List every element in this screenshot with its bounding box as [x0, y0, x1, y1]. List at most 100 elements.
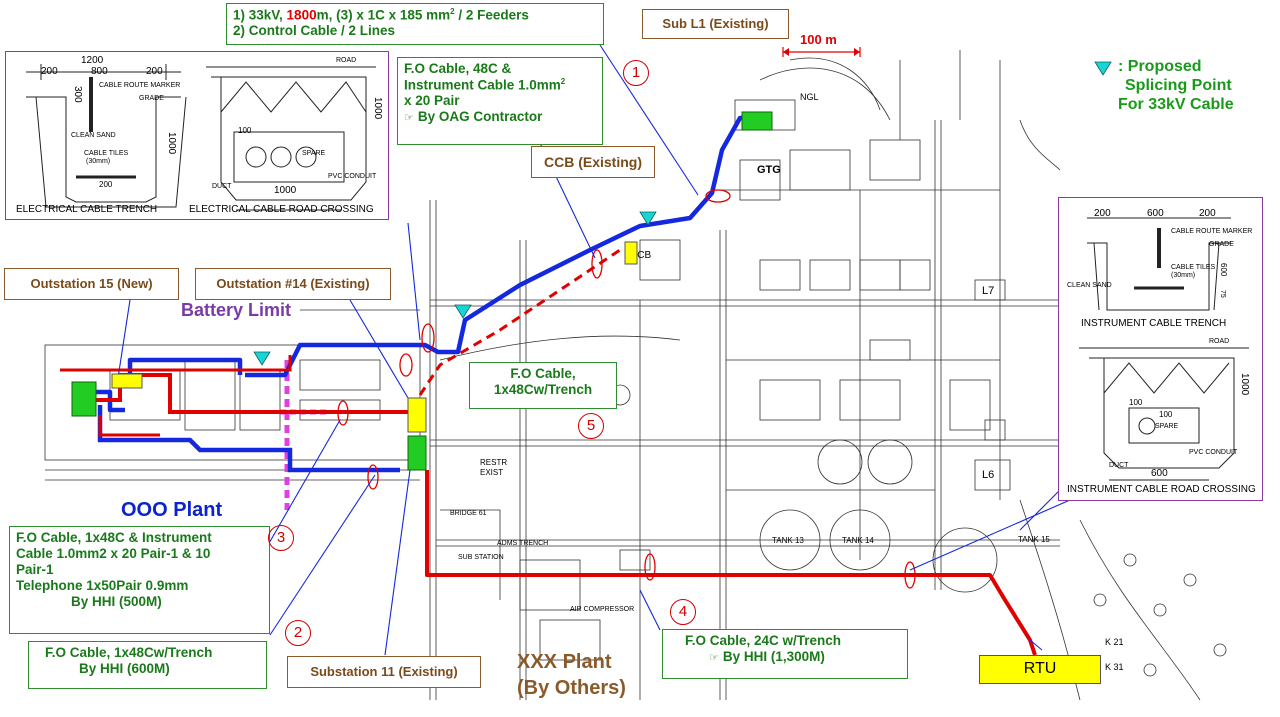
map-linework: [44, 50, 1227, 701]
map-text: GTG CCB L7 L6 TANK 13 TANK 14 TANK 15 SU…: [450, 92, 1124, 672]
callout-hhi-500: F.O Cable, 1x48C & Instrument Cable 1.0m…: [9, 526, 270, 634]
inst-trench-dim-600a: 600: [1147, 208, 1164, 219]
inst-crossing-dim-100b: 100: [1159, 410, 1173, 419]
map-aircompressor-label: AIR COMPRESSOR: [570, 606, 634, 613]
callout-outstation14: Outstation #14 (Existing): [195, 268, 391, 300]
elec-trench-tiles: CABLE TILES: [84, 150, 129, 157]
marker-2: 2: [285, 620, 311, 646]
map-ccb-label: CCB: [630, 250, 651, 261]
elec-crossing-duct: DUCT: [212, 183, 232, 190]
map-restr-label: RESTR: [480, 458, 507, 467]
inst-crossing-duct: DUCT: [1109, 462, 1129, 469]
inst-trench-marker: CABLE ROUTE MARKER: [1171, 228, 1253, 235]
fo-cable-route-main: [95, 373, 408, 414]
inst-trench-dim-75: 75: [1219, 290, 1226, 298]
elec-trench-sand: CLEAN SAND: [71, 132, 116, 139]
map-exist-label: EXIST: [480, 468, 503, 477]
instrument-details-drawing: [1079, 217, 1249, 481]
inst-crossing-dim-1000: 1000: [1239, 373, 1250, 396]
elec-trench-grade: GRADE: [139, 95, 164, 102]
electrical-details-box: 1200 200 800 200 300 1000 CABLE ROUTE MA…: [5, 51, 389, 220]
elec-crossing-dim-1000h: 1000: [274, 185, 297, 196]
marker-4: 4: [670, 599, 696, 625]
marker-5: 5: [578, 413, 604, 439]
inst-crossing-dim-600: 600: [1151, 468, 1168, 479]
fo-cable-route-upper: [60, 355, 292, 372]
map-tank14-label: TANK 14: [842, 536, 874, 545]
elec-trench-title: ELECTRICAL CABLE TRENCH: [16, 204, 158, 215]
fo-cable-route-lower: [98, 415, 160, 437]
elec-trench-dim-top: 1200: [81, 55, 104, 66]
map-k31-label: K 31: [1105, 662, 1124, 672]
callout-outstation15: Outstation 15 (New): [4, 268, 179, 300]
inst-trench-dim-200: 200: [1094, 208, 1111, 219]
legend-splicing-triangle: [1094, 61, 1112, 76]
callout-33kv-feeders: 1) 33kV, 1800m, (3) x 1C x 185 mm2 / 2 F…: [226, 3, 604, 45]
inst-trench-tiles: CABLE TILES: [1171, 264, 1216, 271]
splicing-point-b: [454, 304, 472, 319]
fo-cable-route-rtu: [425, 470, 1037, 656]
leader-lines: [117, 44, 1071, 656]
inst-crossing-title: INSTRUMENT CABLE ROAD CROSSING: [1067, 484, 1256, 495]
callout-fo48-oag: F.O Cable, 48C & Instrument Cable 1.0mm2…: [397, 57, 603, 145]
33kv-cable-route-lower: [97, 405, 400, 473]
ooo-plant-label: OOO Plant: [121, 499, 223, 521]
map-adms-label: ADMS TRENCH: [497, 540, 548, 547]
elec-crossing-title: ELECTRICAL CABLE ROAD CROSSING: [189, 204, 374, 215]
feeders-line-2: 2) Control Cable / 2 Lines: [233, 23, 396, 39]
outstation14-block: [407, 397, 427, 433]
callout-sub-l1: Sub L1 (Existing): [642, 9, 789, 39]
map-bridge-label: BRIDGE 61: [450, 510, 487, 517]
scale-100m-label: 100 m: [800, 32, 837, 47]
map-tank15-label: TANK 15: [1018, 535, 1050, 544]
sub-l1-block: [741, 111, 773, 131]
inst-crossing-road: ROAD: [1209, 338, 1230, 345]
marker-1: 1: [623, 60, 649, 86]
electrical-details-drawing: [26, 64, 376, 211]
marker-3: 3: [268, 525, 294, 551]
inst-trench-sand: CLEAN SAND: [1067, 282, 1112, 289]
elec-trench-dim-300: 300: [72, 86, 83, 103]
rtu-box: RTU: [979, 655, 1101, 684]
elec-trench-dim-800: 800: [91, 66, 108, 77]
inst-trench-grade: GRADE: [1209, 241, 1234, 248]
hand-pointer-icon: ☞: [404, 111, 414, 125]
callout-hhi-600: F.O Cable, 1x48Cw/Trench By HHI (600M): [28, 641, 267, 689]
elec-crossing-spare: SPARE: [302, 150, 326, 157]
splicing-markers: [253, 61, 1112, 366]
inst-crossing-conduit: PVC CONDUIT: [1189, 449, 1238, 456]
inst-trench-title: INSTRUMENT CABLE TRENCH: [1081, 318, 1227, 329]
ccb-block: [624, 241, 638, 265]
elec-trench-tiles-size: (30mm): [86, 158, 111, 165]
callout-hhi-1300: F.O Cable, 24C w/Trench ☞By HHI (1,300M): [662, 629, 908, 679]
map-substation-label: SUB STATION: [458, 554, 504, 561]
elec-trench-dim-200a: 200: [41, 66, 58, 77]
substation11-block: [407, 435, 427, 471]
elec-trench-dim-200b: 200: [146, 66, 163, 77]
map-gtg-label: GTG: [757, 164, 781, 176]
elec-crossing-road: ROAD: [336, 57, 357, 64]
inst-trench-dim-600v: 600: [1219, 263, 1228, 277]
callout-fo-trench-5: F.O Cable, 1x48Cw/Trench: [469, 362, 617, 409]
map-ngl-label: NGL: [800, 92, 819, 102]
route-crossings: [337, 189, 916, 589]
outstation15-yellow-block: [111, 373, 143, 389]
elec-crossing-dim-1000v: 1000: [372, 97, 383, 120]
legend-splicing-point: : Proposed Splicing Point For 33kV Cable: [1118, 58, 1234, 114]
map-l6-label: L6: [982, 469, 994, 481]
splicing-point-a: [639, 211, 657, 226]
elec-crossing-conduit: PVC CONDUIT: [328, 173, 377, 180]
instrument-details-box: 200 600 200 CABLE ROUTE MARKER GRADE CAB…: [1058, 197, 1263, 501]
map-k21-label: K 21: [1105, 637, 1124, 647]
xxx-plant-label: XXX Plant (By Others): [517, 651, 626, 699]
inst-crossing-spare: SPARE: [1155, 423, 1179, 430]
map-l7-label: L7: [982, 285, 994, 297]
inst-trench-tiles-size: (30mm): [1171, 272, 1196, 279]
scale-bar: [782, 47, 861, 57]
hand-pointer-icon: ☞: [709, 650, 719, 664]
fo-cable-route-ccb: [418, 248, 621, 396]
elec-trench-marker: CABLE ROUTE MARKER: [99, 82, 181, 89]
inst-trench-dim-200b: 200: [1199, 208, 1216, 219]
